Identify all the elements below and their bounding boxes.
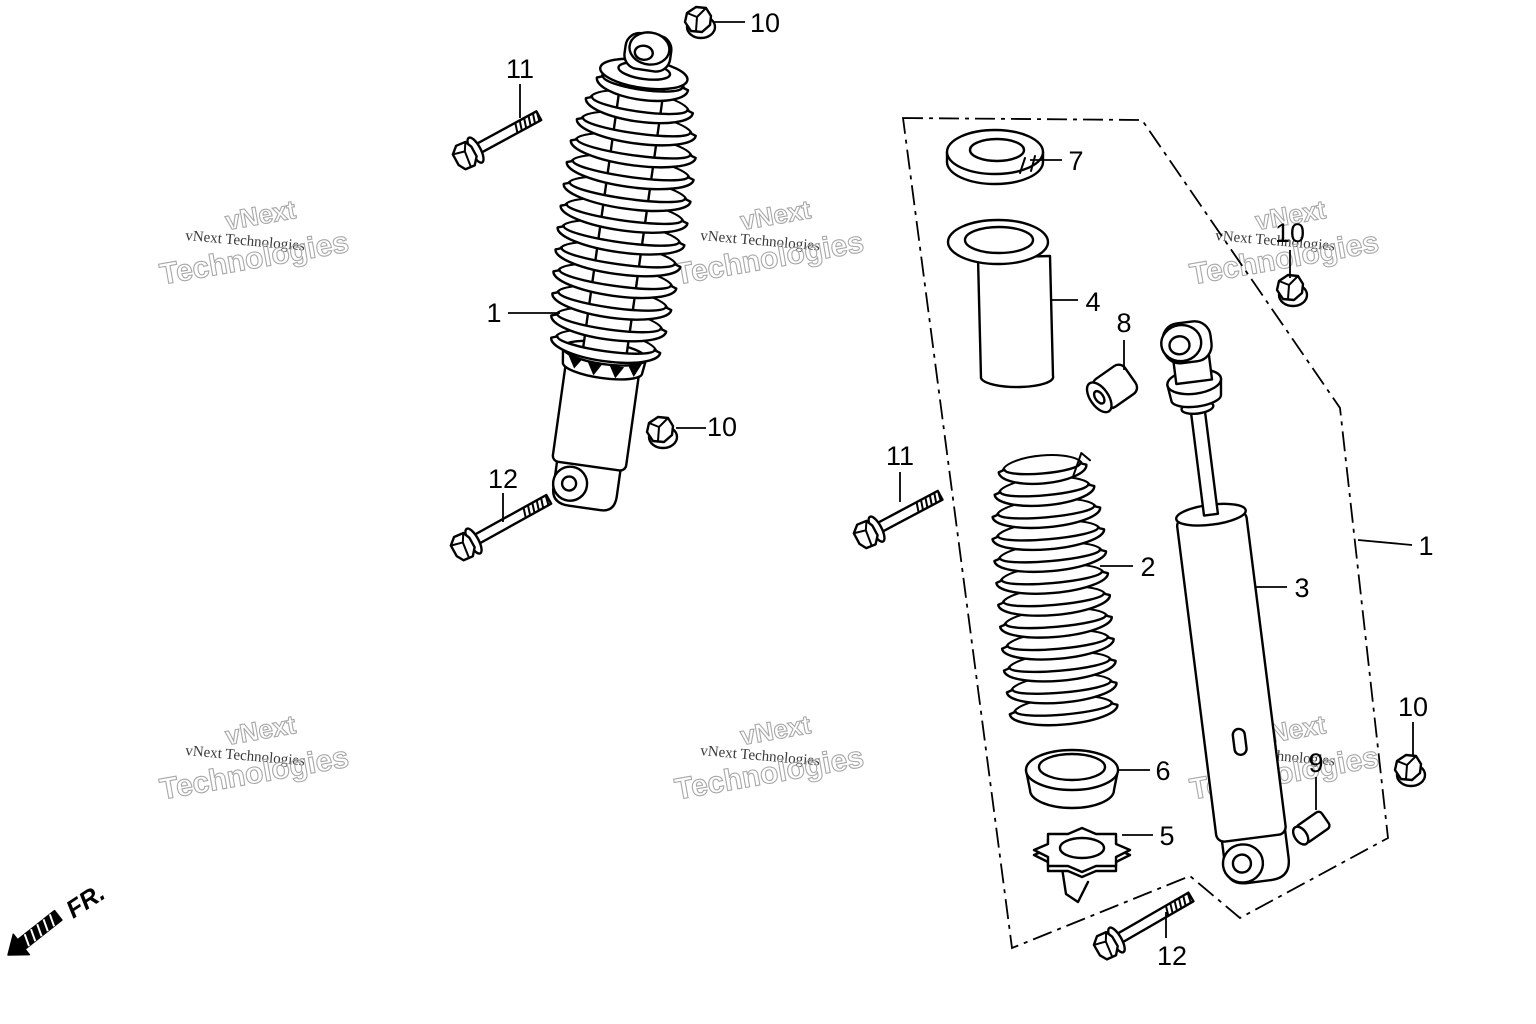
upper-eye-bushing — [633, 44, 654, 61]
spring-end-tail — [1072, 452, 1092, 477]
flange-nut-icon — [645, 415, 679, 450]
flange-nut-icon — [683, 5, 717, 40]
flange-nut-icon — [1275, 273, 1309, 308]
callout-label: 3 — [1294, 573, 1309, 603]
spring-coil — [569, 138, 697, 169]
lower-eye-bushing — [560, 475, 578, 492]
damper-unit — [1160, 320, 1291, 885]
watermark: vNext vNext Technologies Technologies — [672, 709, 867, 807]
callout-labels: 10 11 1 10 12 7 4 8 10 11 2 3 1 10 6 9 5… — [486, 8, 1433, 971]
spring-coil — [565, 159, 695, 191]
callout-label: 10 — [707, 412, 737, 442]
front-direction-arrow-icon — [7, 909, 63, 956]
callout-label: 6 — [1155, 756, 1170, 786]
spring-coil — [1000, 636, 1115, 661]
spring-coil — [575, 116, 697, 147]
callout-label: 7 — [1068, 146, 1083, 176]
spring-coil — [997, 592, 1112, 617]
spring-coil — [1002, 658, 1117, 683]
callout-label: 12 — [488, 464, 518, 494]
watermark-big-line1: vNext — [223, 194, 298, 236]
spring-coil — [595, 75, 690, 103]
watermark: vNext vNext Technologies Technologies — [672, 194, 867, 292]
watermark: vNext vNext Technologies Technologies — [157, 194, 352, 292]
front-direction-label: FR. — [61, 879, 110, 924]
damper-slot — [1231, 727, 1248, 757]
callout-label: 10 — [750, 8, 780, 38]
callout-label: 1 — [1418, 531, 1433, 561]
spring-coil — [552, 268, 678, 300]
callout-label: 2 — [1140, 552, 1155, 582]
flange-bolt-icon — [849, 481, 948, 554]
lower-spring-seat — [1024, 748, 1120, 810]
callout-label: 8 — [1116, 308, 1131, 338]
dust-cover — [946, 218, 1055, 389]
spring-coil — [995, 570, 1110, 595]
leader-lines — [502, 21, 1414, 938]
callout-label: 10 — [1275, 218, 1305, 248]
callout-label: 5 — [1159, 821, 1174, 851]
watermark-big-line1: vNext — [223, 709, 298, 751]
spring-coil — [993, 483, 1096, 508]
callout-label: 9 — [1308, 748, 1323, 778]
spring-seat-stopper-ring — [945, 128, 1045, 186]
spring-coil — [556, 225, 686, 256]
shock-spring — [550, 67, 697, 365]
callout-label: 10 — [1398, 692, 1428, 722]
spring-coil — [559, 203, 689, 234]
spring-coil — [551, 291, 673, 321]
upper-bushing — [1085, 363, 1139, 414]
watermark: vNext vNext Technologies Technologies — [1187, 194, 1382, 292]
spring-coil — [554, 247, 682, 278]
spring-coil — [993, 548, 1108, 574]
spring-coil — [550, 313, 668, 343]
flange-nut-icon — [1393, 753, 1427, 788]
exploded-view-boundary — [901, 117, 1389, 950]
spring-coils — [991, 454, 1119, 727]
spring-coil — [1008, 702, 1119, 727]
stopper-plate — [1032, 826, 1132, 904]
callout-label: 11 — [506, 54, 534, 84]
spring-coil — [991, 504, 1102, 530]
shock-absorber-assembly — [550, 31, 697, 512]
watermark: vNext vNext Technologies Technologies — [157, 709, 352, 807]
callout-label: 4 — [1085, 287, 1100, 317]
spring-seat-teeth — [568, 355, 642, 379]
collar — [1291, 810, 1331, 846]
spring-coil — [991, 526, 1106, 552]
flange-bolt-icon — [448, 102, 547, 175]
leader-line — [1357, 539, 1413, 546]
spring-coil — [998, 614, 1113, 639]
watermark-big-line1: vNext — [738, 194, 813, 236]
spring-coil — [562, 181, 692, 213]
callout-label: 11 — [886, 441, 914, 471]
piston-rod — [1189, 405, 1220, 517]
spring-coil — [1005, 680, 1118, 705]
callout-label: 1 — [486, 298, 501, 328]
callout-label: 12 — [1157, 941, 1187, 971]
watermark-layer: vNext vNext Technologies Technologies vN… — [157, 194, 1382, 807]
shock-spring-part — [991, 452, 1119, 727]
spring-coil — [997, 461, 1088, 486]
flange-bolt-icon — [446, 485, 557, 566]
watermark-big-line1: vNext — [738, 709, 813, 751]
damper-upper-eye-bushing — [1168, 335, 1191, 356]
damper-lower-eye-bushing — [1231, 853, 1253, 874]
spring-coil — [550, 335, 662, 365]
spring-coil — [584, 95, 695, 125]
